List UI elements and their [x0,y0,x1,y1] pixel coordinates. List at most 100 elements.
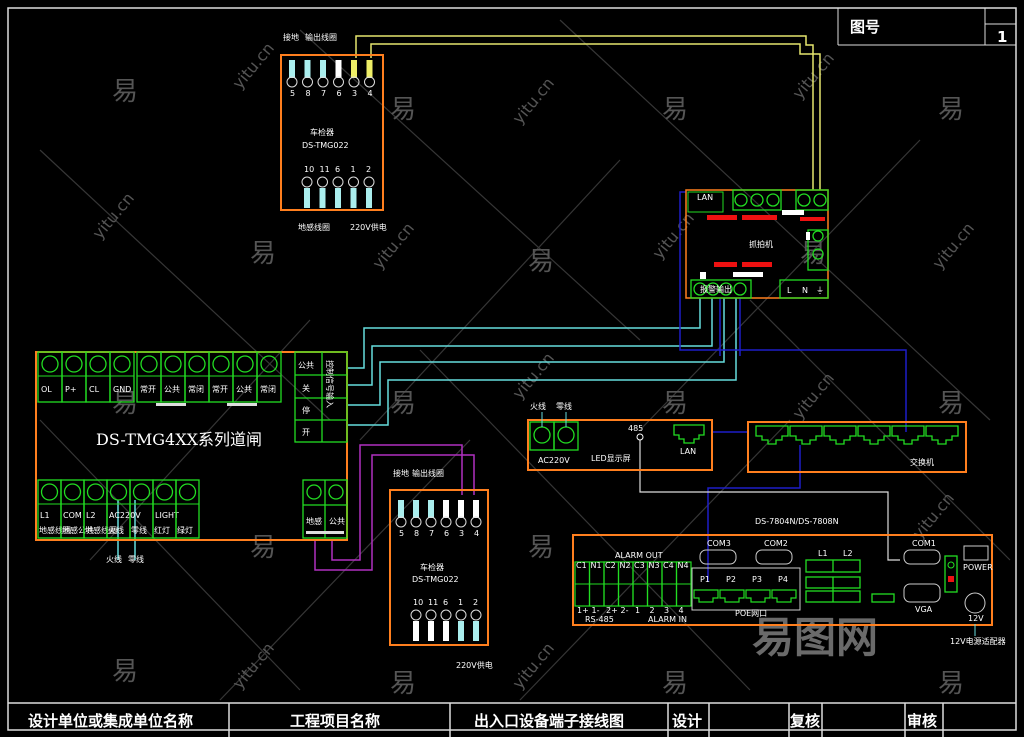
detector-pin-number: 7 [321,89,326,98]
barrier-terminal-sublabel: 红灯 [154,525,170,535]
detector-label-power: 220V供电 [456,660,493,670]
barrier-side-note: 控制信号输入 [325,360,335,408]
led-antenna-label: 485 [628,424,643,433]
nvr-rs485-label: RS-485 [585,615,614,624]
led-power-neutral: 零线 [556,401,572,411]
barrier-terminal-label: 常开 [140,385,156,394]
led-ac-label: AC220V [538,456,570,465]
barrier-terminal-label: L2 [86,511,96,520]
detector-terminal [333,76,344,88]
barrier-terminal-screw [140,355,158,373]
detector-label-output: 输出线圈 [412,468,444,478]
nvr-lan1-label: L1 [818,549,828,558]
watermark-text: 易 易 易 易 易 易 易 易 易 易 易 易 易 易 易 易 易 yitu.c… [89,39,978,699]
detector-pin-number: 11 [428,598,438,607]
barrier-terminal-label: COM [63,511,82,520]
led-power-live: 火线 [530,401,546,411]
detector-label-output: 输出线圈 [305,32,337,42]
svg-text:yitu.cn: yitu.cn [929,219,978,273]
svg-text:易: 易 [112,77,138,107]
detector-wire-stub [413,621,419,641]
nvr-alarm-out-label: ALARM OUT [615,551,663,560]
barrier-terminal-sublabel: 零线 [131,525,147,535]
svg-text:yitu.cn: yitu.cn [509,349,558,403]
nvr-alarm-in-pin: 4 [679,606,684,615]
switch-port [755,425,789,445]
nvr-poe-label: P1 [700,575,710,584]
detector-terminal [470,516,482,528]
detector-label-ground: 接地 [283,32,299,42]
barrier-terminal-screw [164,355,182,373]
led-lan-port [673,424,705,444]
barrier-terminal-screw [89,355,107,373]
detector-wire-stub [335,188,341,208]
nvr-alarm-out-pin: C4 [663,561,674,570]
barrier-terminal-label: 公共 [164,385,180,394]
detector-pin-number: 5 [290,89,295,98]
detector-wire-stub [319,188,326,208]
camera-red-marks [707,215,825,267]
nvr-alarm-in-pin: 3 [664,606,669,615]
detector-pin-number: 4 [368,89,373,98]
barrier-terminal-screw [65,355,83,373]
svg-text:yitu.cn: yitu.cn [509,74,558,128]
detector-pin-number: 7 [429,529,434,538]
barrier-terminal [136,351,162,403]
detector-label-power: 220V供电 [350,222,387,232]
svg-text:易: 易 [528,533,554,563]
nvr-power-label: POWER [963,563,993,572]
svg-text:易: 易 [662,389,688,419]
switch-port [925,425,959,445]
nvr-poe-port [745,589,771,603]
svg-text:yitu.cn: yitu.cn [789,369,838,423]
nvr-vga-label: VGA [915,605,933,614]
detector-pin-number: 6 [444,529,449,538]
barrier-terminal-screw [178,483,197,501]
nvr-com2-label: COM2 [764,539,788,548]
svg-text:易: 易 [938,95,964,125]
detector-terminal [455,516,467,528]
barrier-terminal-screw [63,483,82,501]
barrier-terminal-screw [86,483,105,501]
detector-wire-stub [443,500,449,518]
detector-terminal [302,76,313,88]
barrier-terminal [256,351,282,403]
title-cell-approve: 审核 [907,712,937,730]
detector-wire-stub [413,500,419,518]
led-lan-label: LAN [680,447,696,456]
barrier-terminal [175,479,200,539]
detector-wire-stub [473,621,479,641]
camera-io-label: 报警输出 [700,284,732,294]
switch-ports [755,425,959,445]
barrier-terminal [184,351,210,403]
nvr-com3-label: COM3 [707,539,731,548]
nvr-alarm-out-pin: C2 [605,561,616,570]
title-cell-drawing-name: 出入口设备端子接线图 [474,712,624,730]
detector-wire-stub [304,188,310,208]
nvr-alarm-in-pin: 1+ [577,606,589,615]
detector-pin-number: 11 [320,165,330,174]
detector-terminal [410,516,422,528]
barrier-right-loop: 地感 [306,516,322,526]
svg-text:易: 易 [390,95,416,125]
barrier-side-common: 公共 [298,361,314,370]
barrier-jumper [227,403,257,406]
barrier-terminal [109,351,135,403]
network-switch: 交换机 [747,421,967,473]
barrier-terminal [208,351,234,403]
detector-pin-number: 6 [443,598,448,607]
barrier-terminal-screw [41,355,59,373]
detector-wire-stub [304,60,311,78]
white-wires [639,440,900,561]
barrier-title: DS-TMG4XX系列道闸 [96,430,262,449]
barrier-bottom-terminals: L1地感线圈COM地感公共L2地感线圈AC220V火线零线LIGHT红灯绿灯 [37,479,200,539]
detector-wire-stub [443,621,449,641]
detector-terminal [470,609,482,621]
barrier-side-close: 关 [302,383,310,393]
detector-terminal [317,76,329,88]
detector-pin-number: 2 [366,165,371,174]
